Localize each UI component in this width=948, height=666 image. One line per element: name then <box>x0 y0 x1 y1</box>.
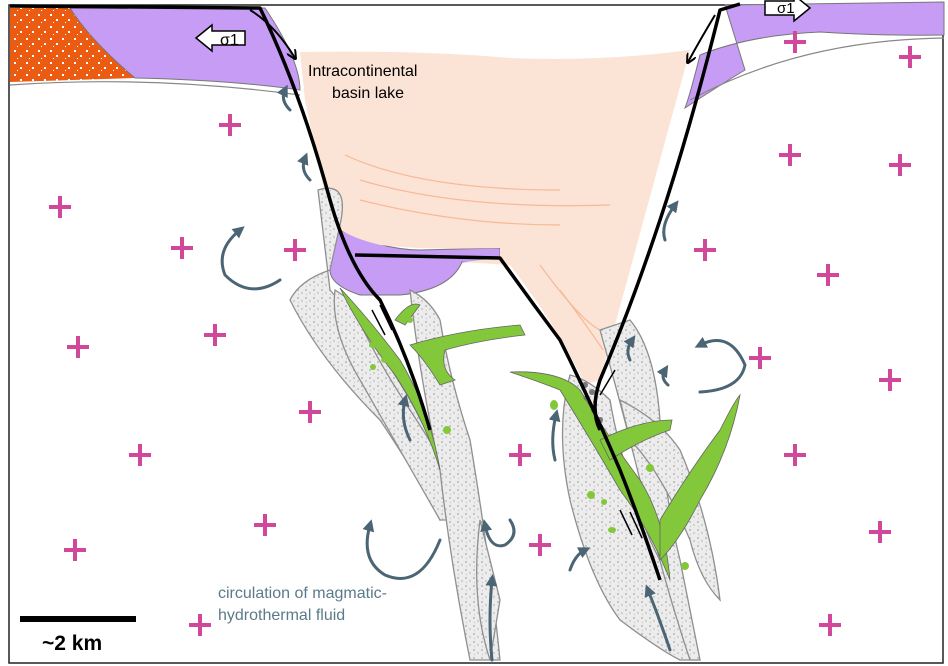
scale-label: ~2 km <box>42 632 102 655</box>
basin-label-line1: Intracontinental <box>308 63 417 80</box>
basin-label-line2: basin lake <box>332 85 404 102</box>
sigma-left-label: σ1 <box>220 32 239 49</box>
fluid-label-line1: circulation of magmatic- <box>218 585 387 602</box>
sigma-right-label: σ1 <box>777 0 795 17</box>
fluid-label-line2: hydrothermal fluid <box>218 607 345 624</box>
scale-bar <box>20 616 136 622</box>
